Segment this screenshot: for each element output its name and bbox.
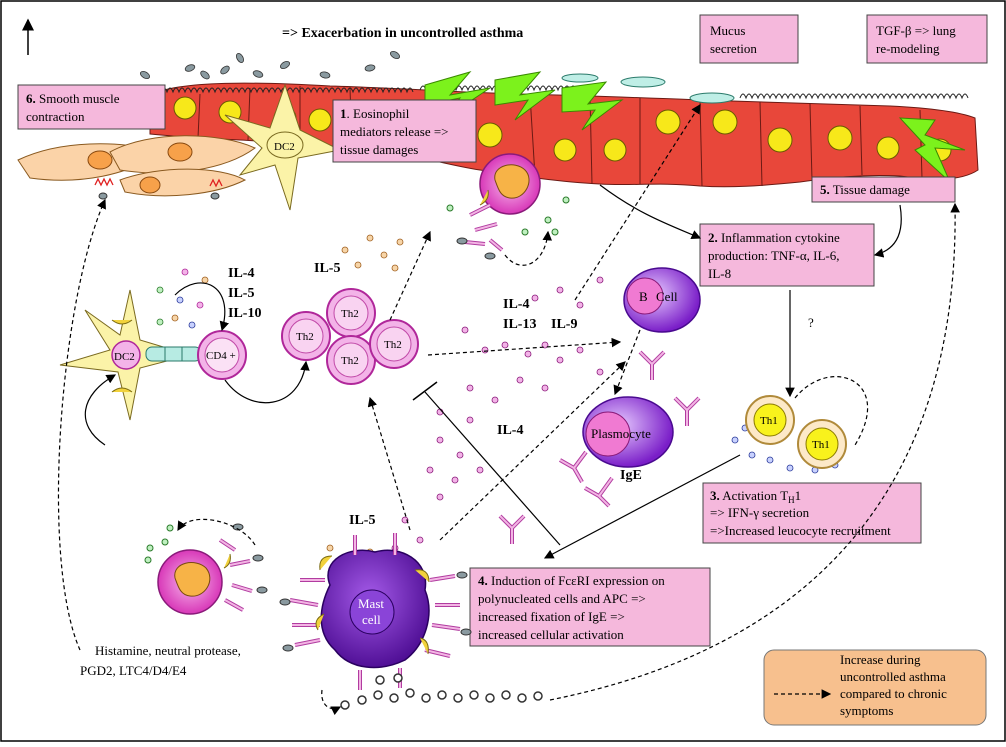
box-mucus: Mucus secretion — [699, 14, 799, 64]
dc2-left-label: DC2 — [114, 351, 135, 363]
svg-text:Th2: Th2 — [296, 331, 314, 343]
mediators-line-2: PGD2, LTC4/D4/E4 — [80, 663, 187, 678]
smooth-muscle-cells — [17, 135, 256, 200]
box-eosinophil-mediators: 1. Eosinophil mediators release => tissu… — [332, 99, 477, 163]
box-tgf: TGF-β => lung re-modeling — [866, 14, 988, 64]
svg-text:5. Tissue damage: 5. Tissue damage — [820, 182, 910, 197]
svg-text:mediators release =>: mediators release => — [340, 124, 449, 139]
il4-lower-label: IL-4 — [497, 423, 523, 438]
svg-text:Th2: Th2 — [341, 308, 359, 320]
box-inflammation-cytokine: 2. Inflammation cytokine production: TNF… — [699, 223, 875, 287]
svg-text:uncontrolled asthma: uncontrolled asthma — [840, 669, 946, 684]
box-induction-fceri: 4. Induction of FcεRI expression on poly… — [469, 567, 711, 647]
b-cell: B Cell — [623, 267, 701, 333]
eosinophil-bottom — [144, 523, 268, 615]
svg-text:=>Increased leucocyte recruitm: =>Increased leucocyte recruitment — [710, 523, 891, 538]
svg-text:production: TNF-α, IL-6,: production: TNF-α, IL-6, — [708, 248, 840, 263]
svg-text:symptoms: symptoms — [840, 703, 893, 718]
box-smooth-muscle: 6. Smooth muscle contraction — [17, 84, 166, 130]
diagram-title: => Exacerbation in uncontrolled asthma — [282, 26, 523, 41]
il13-label: IL-13 — [503, 317, 536, 332]
lightning-bolts — [424, 71, 966, 183]
svg-text:compared to chronic: compared to chronic — [840, 686, 947, 701]
cytokine-dots-left — [156, 268, 209, 329]
box-tissue-damage: 5. Tissue damage — [811, 176, 956, 203]
svg-text:4. Induction of FcεRI expressi: 4. Induction of FcεRI expression on — [478, 573, 665, 588]
il5-label: IL-5 — [228, 286, 254, 301]
svg-text:increased fixation of IgE =>: increased fixation of IgE => — [478, 609, 625, 624]
svg-text:Mast: Mast — [358, 596, 384, 611]
cd4-label: CD4 + — [206, 350, 236, 362]
mucus-droplet — [689, 92, 735, 104]
svg-text:2. Inflammation cytokine: 2. Inflammation cytokine — [708, 230, 840, 245]
svg-text:3. Activation TH1: 3. Activation TH1 — [710, 488, 801, 505]
dc2-top-label: DC2 — [274, 141, 295, 153]
grey-particles — [140, 50, 400, 80]
mediator-granules — [340, 673, 543, 710]
ige-label: IgE — [620, 468, 642, 483]
svg-text:B: B — [639, 289, 648, 304]
svg-text:polynucleated cells and APC =>: polynucleated cells and APC => — [478, 591, 646, 606]
eosinophil-top — [446, 153, 570, 260]
svg-text:1. Eosinophil: 1. Eosinophil — [340, 106, 410, 121]
il10-label: IL-10 — [228, 306, 261, 321]
dendritic-cell-left: DC2 — [59, 289, 202, 421]
cd4-t-cell: CD4 + — [197, 330, 247, 380]
lightning-bolt-icon — [561, 81, 624, 131]
lightning-bolt-icon — [494, 71, 556, 121]
svg-text:contraction: contraction — [26, 109, 85, 124]
svg-text:Mucus: Mucus — [710, 23, 745, 38]
plasmocyte: Plasmocyte — [582, 396, 674, 468]
svg-text:Cell: Cell — [656, 289, 678, 304]
il4-label: IL-4 — [228, 266, 254, 281]
svg-text:re-modeling: re-modeling — [876, 41, 940, 56]
svg-text:Increase during: Increase during — [840, 652, 921, 667]
il9-label: IL-9 — [551, 317, 577, 332]
question-mark: ? — [808, 315, 814, 330]
ige-antibodies — [498, 350, 701, 544]
svg-text:secretion: secretion — [710, 41, 757, 56]
svg-text:=> IFN-γ secretion: => IFN-γ secretion — [710, 505, 810, 520]
svg-text:Plasmocyte: Plasmocyte — [591, 426, 651, 441]
svg-text:Th2: Th2 — [384, 339, 402, 351]
il5-top-label: IL-5 — [314, 261, 340, 276]
legend: Increase during uncontrolled asthma comp… — [763, 649, 987, 726]
il4-mid-label: IL-4 — [503, 297, 529, 312]
svg-text:increased cellular activation: increased cellular activation — [478, 627, 624, 642]
th2-cell-cluster: Th2 Th2 Th2 Th2 — [281, 288, 419, 385]
svg-text:Th2: Th2 — [341, 355, 359, 367]
box-activation-th1: 3. Activation TH1 => IFN-γ secretion =>I… — [702, 482, 922, 544]
svg-text:Th1: Th1 — [812, 439, 830, 451]
dendritic-cell-top: DC2 — [224, 83, 342, 211]
svg-text:IL-8: IL-8 — [708, 266, 731, 281]
svg-text:Th1: Th1 — [760, 415, 778, 427]
mucus-droplet — [561, 73, 599, 83]
mast-cell: Mast cell — [279, 533, 472, 690]
svg-text:tissue damages: tissue damages — [340, 142, 418, 157]
mucus-droplet — [620, 76, 666, 88]
th1-cells: Th1 Th1 — [745, 395, 847, 469]
arrows — [57, 103, 960, 716]
mediators-line-1: Histamine, neutral protease, — [95, 643, 241, 658]
svg-text:TGF-β => lung: TGF-β => lung — [876, 23, 956, 38]
svg-text:cell: cell — [362, 612, 381, 627]
lightning-bolt-icon — [898, 117, 966, 183]
cytokine-dots-orange — [326, 234, 404, 556]
il5-bottom-label: IL-5 — [349, 513, 375, 528]
svg-text:6. Smooth muscle: 6. Smooth muscle — [26, 91, 120, 106]
